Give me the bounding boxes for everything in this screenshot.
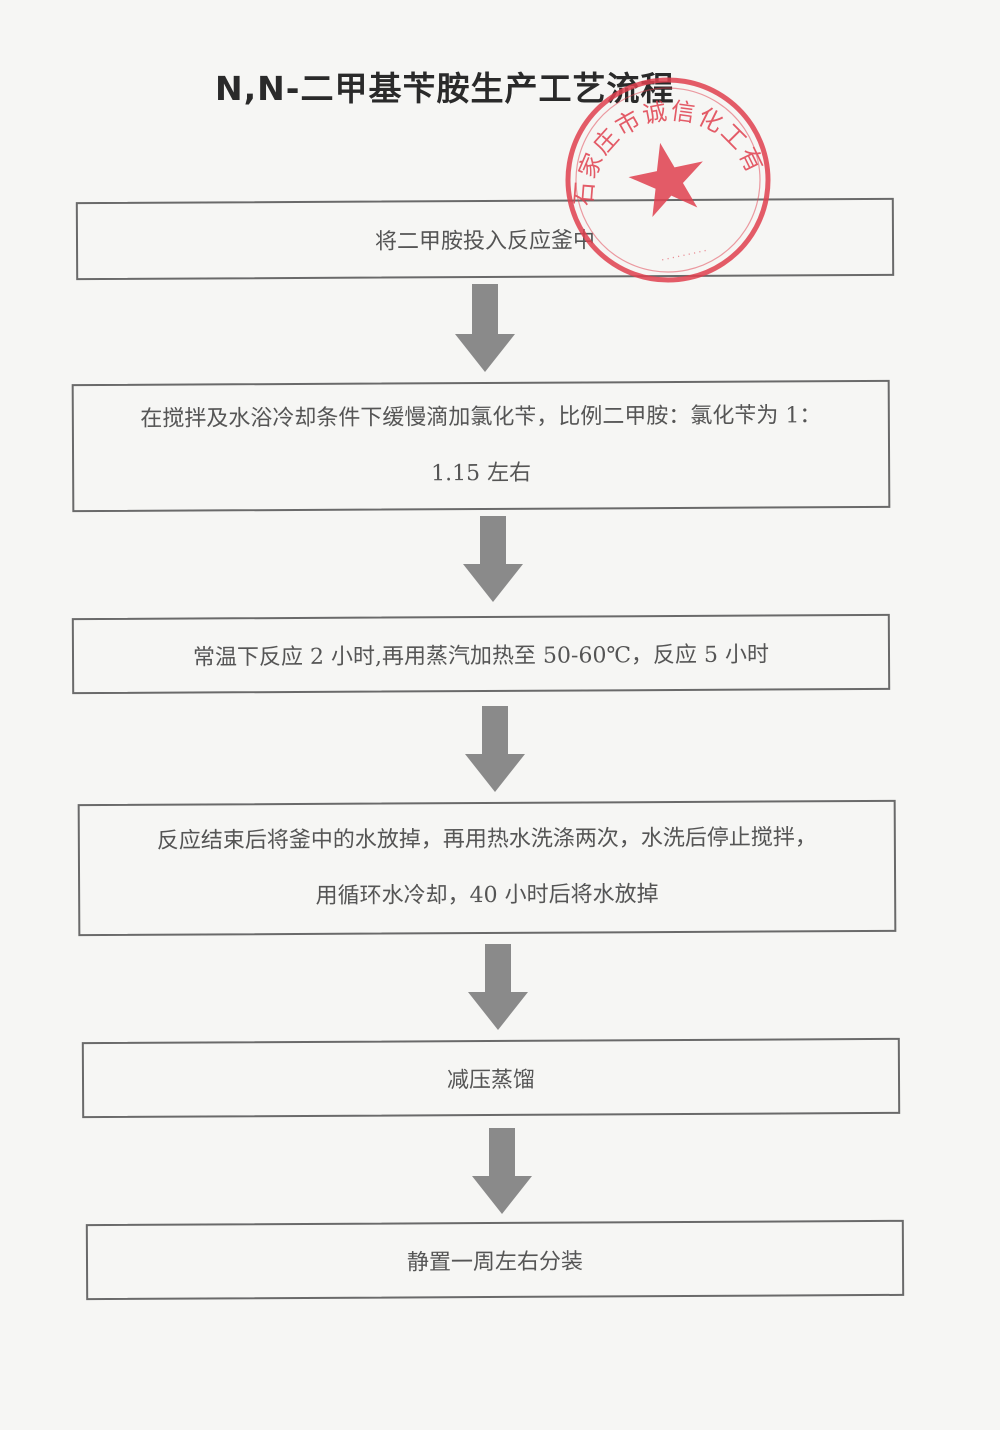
step-3-text: 常温下反应 2 小时,再用蒸汽加热至 50-60℃，反应 5 小时 [192,642,770,671]
down-arrow-icon [463,516,523,602]
step-4-text-line2: 用循环水冷却，40 小时后将水放掉 [315,882,659,909]
down-arrow-icon [455,284,515,372]
svg-text:·········: ········· [659,246,709,266]
star-icon [628,142,703,218]
step-2-text-line2: 1.15 左右 [431,460,532,487]
step-4-text-line1: 反应结束后将釜中的水放掉，再用热水洗涤两次，水洗后停止搅拌， [156,825,817,854]
page-title: N,N-二甲基苄胺生产工艺流程 [215,69,675,108]
down-arrow-icon [465,706,525,792]
step-6-text: 静置一周左右分装 [406,1249,584,1276]
step-box-3: 常温下反应 2 小时,再用蒸汽加热至 50-60℃，反应 5 小时 [71,613,891,695]
step-box-2: 在搅拌及水浴冷却条件下缓慢滴加氯化苄，比例二甲胺：氯化苄为 1： 1.15 左右 [71,379,891,513]
step-2-text-line1: 在搅拌及水浴冷却条件下缓慢滴加氯化苄，比例二甲胺：氯化苄为 1： [140,403,822,432]
step-box-4: 反应结束后将釜中的水放掉，再用热水洗涤两次，水洗后停止搅拌， 用循环水冷却，40… [77,799,897,937]
step-box-6: 静置一周左右分装 [85,1219,905,1301]
down-arrow-icon [468,944,528,1030]
company-seal: 石家庄市诚信化工有限公司 ········· [548,70,771,283]
step-5-text: 减压蒸馏 [446,1067,536,1094]
step-box-5: 减压蒸馏 [81,1037,901,1119]
down-arrow-icon [472,1128,532,1214]
